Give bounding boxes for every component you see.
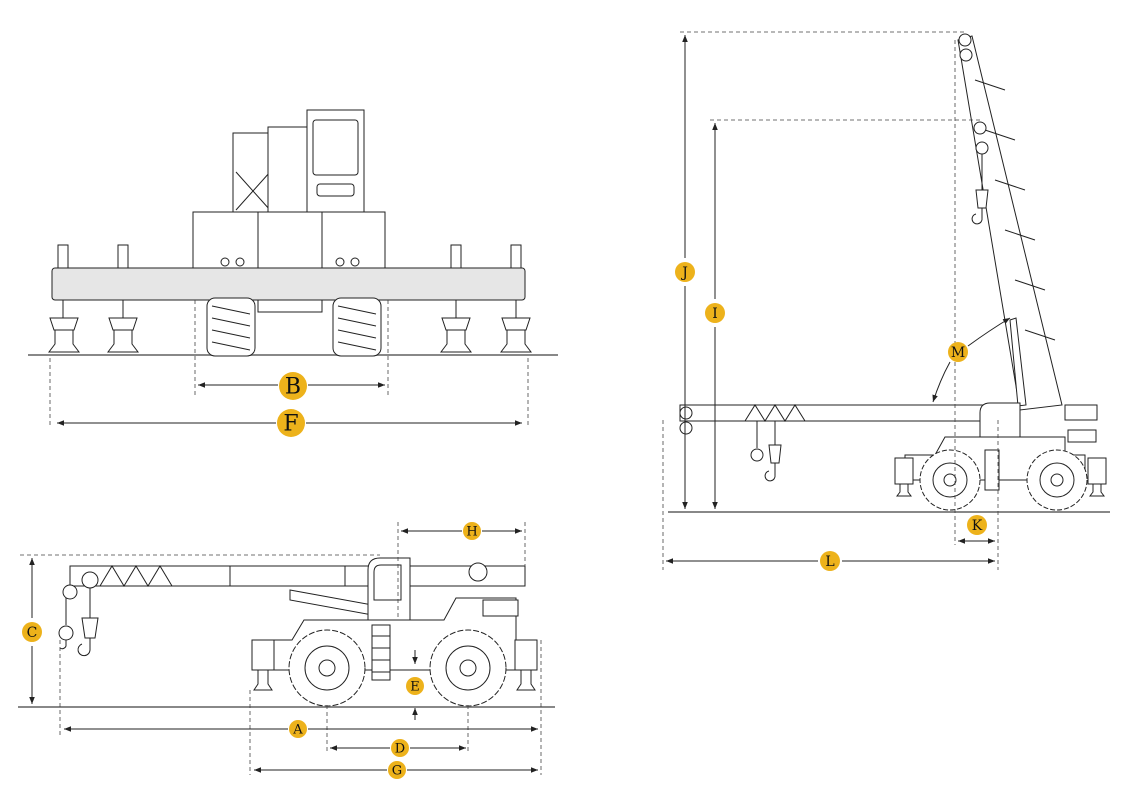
dimension-badge-i: I <box>705 303 725 323</box>
label-l: L <box>825 554 834 570</box>
dimension-badge-m: M <box>948 342 968 362</box>
label-f: F <box>283 412 298 437</box>
outrigger-jacks <box>48 244 532 353</box>
label-m: M <box>951 345 965 361</box>
label-c: C <box>27 625 38 641</box>
cab <box>979 402 1021 446</box>
dimension-badge-d: D <box>391 739 409 757</box>
dimension-badge-j: J <box>675 262 695 282</box>
raised-boom-view: J I L K M <box>662 31 1110 571</box>
ladder <box>371 624 391 681</box>
label-a: A <box>292 723 303 738</box>
wheels <box>288 629 507 707</box>
label-i: I <box>712 306 718 322</box>
ladder <box>984 449 1000 491</box>
wheels <box>919 449 1088 511</box>
dimension-badge-k: K <box>967 515 987 535</box>
outrigger-beam <box>51 267 526 301</box>
dimension-badge-g: G <box>388 761 406 779</box>
dimension-badge-a: A <box>289 720 307 738</box>
front-view: B F <box>28 109 558 437</box>
tires <box>206 297 382 357</box>
boom <box>69 565 526 587</box>
dimension-badge-l: L <box>820 551 840 571</box>
side-view: C A D G H E <box>18 522 555 779</box>
dimension-badge-f: F <box>277 409 305 437</box>
label-e: E <box>410 680 420 695</box>
dimension-badge-h: H <box>463 522 481 540</box>
label-j: J <box>680 265 688 281</box>
lowered-boom <box>679 404 991 422</box>
label-k: K <box>972 518 983 534</box>
cab <box>367 557 411 621</box>
label-h: H <box>466 525 477 540</box>
dimension-badge-e: E <box>406 677 424 695</box>
dimension-badge-b: B <box>279 372 307 400</box>
dimension-badge-c: C <box>22 622 42 642</box>
label-b: B <box>285 375 301 400</box>
label-g: G <box>392 764 402 779</box>
label-d: D <box>395 742 405 757</box>
